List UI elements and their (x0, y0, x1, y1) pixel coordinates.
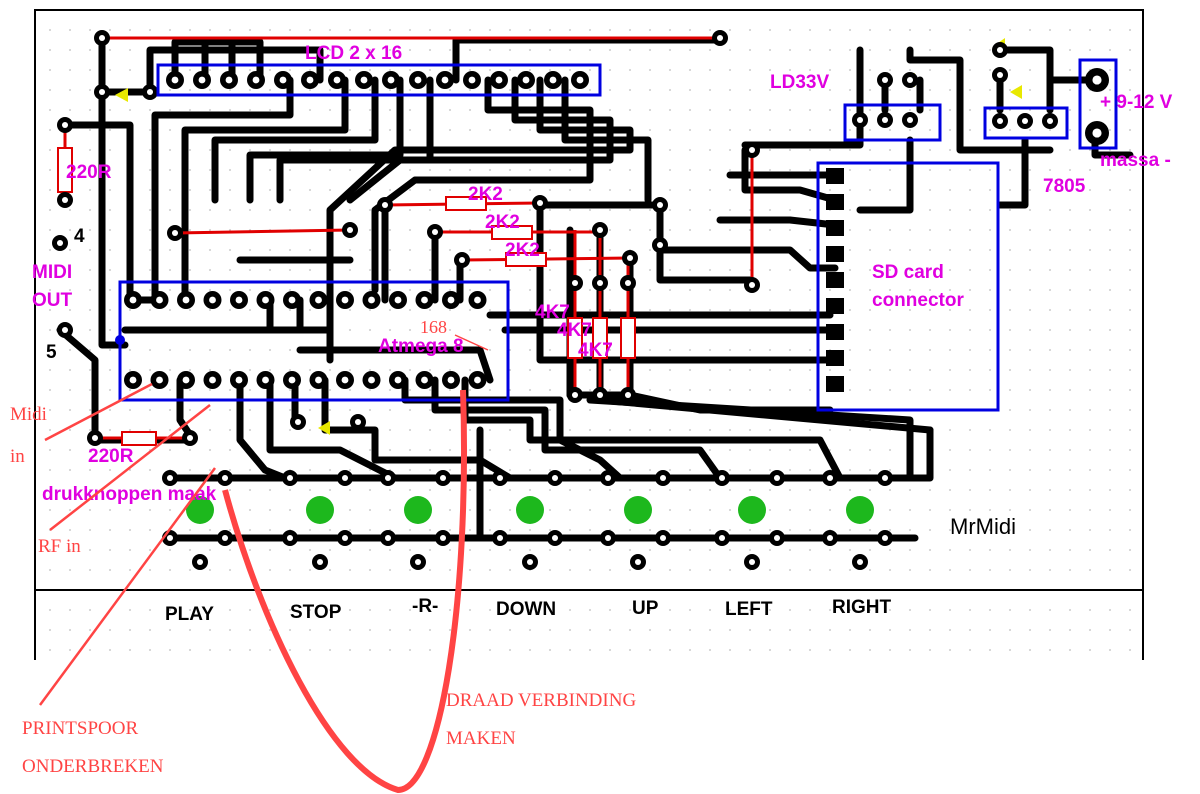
power-connector-outline (1078, 58, 1118, 150)
sd-label-2: connector (872, 290, 964, 311)
sd-pad (826, 246, 844, 262)
button-label-play: PLAY (165, 604, 214, 625)
r220-top-label: 220R (66, 162, 112, 183)
button-labels: PLAY STOP -R- DOWN UP LEFT RIGHT (165, 596, 892, 625)
reg7805-label: 7805 (1043, 176, 1086, 197)
ld33v-outline (843, 103, 942, 142)
r4k7-a-label: 4K7 (535, 302, 570, 323)
push-button-cap (516, 496, 544, 524)
component-pads (52, 30, 1109, 570)
push-button-cap (738, 496, 766, 524)
button-label-up: UP (632, 598, 659, 619)
sd-pad (826, 298, 844, 314)
r4k7-c-label: 4K7 (578, 340, 613, 361)
r220-bottom-label: 220R (88, 446, 134, 467)
printspoor-annotation-1: PRINTSPOOR (22, 718, 138, 739)
sd-pad (826, 376, 844, 392)
button-label-r: -R- (412, 596, 438, 617)
push-button-cap (306, 496, 334, 524)
sd-label-1: SD card (872, 262, 944, 283)
lcd-header-outline (156, 63, 602, 97)
sd-pad (826, 194, 844, 210)
lcd-label: LCD 2 x 16 (305, 43, 402, 64)
sd-pad (826, 350, 844, 366)
component-outlines (115, 58, 1118, 412)
draad-annotation-2: MAKEN (446, 728, 516, 749)
pin5-label: 5 (46, 342, 57, 363)
ld33v-label: LD33V (770, 72, 829, 93)
vin-label: + 9-12 V (1100, 92, 1173, 113)
printspoor-annotation-2: ONDERBREKEN (22, 756, 164, 777)
midi-out-label-2: OUT (32, 290, 73, 311)
copper-traces (56, 34, 1134, 542)
r2k2-b-label: 2K2 (485, 212, 520, 233)
button-label-left: LEFT (725, 599, 773, 620)
button-label-stop: STOP (290, 602, 342, 623)
sd-pad (826, 324, 844, 340)
button-label-down: DOWN (496, 599, 556, 620)
draad-annotation-1: DRAAD VERBINDING (446, 690, 636, 711)
pin4-label: 4 (74, 226, 85, 247)
atmega-label: Atmega 8 (378, 336, 464, 357)
sd-pad (826, 272, 844, 288)
brand-label: MrMidi (950, 514, 1016, 539)
push-button-cap (846, 496, 874, 524)
button-label-right: RIGHT (832, 597, 892, 618)
push-button-cap (624, 496, 652, 524)
rf-in-annotation: RF in (38, 536, 81, 557)
sd-connector-outline (816, 161, 1000, 412)
push-button-cap (186, 496, 214, 524)
board-outline (34, 9, 1144, 591)
jumper-wires (57, 36, 754, 446)
midi-out-label-1: MIDI (32, 262, 72, 283)
massa-label: massa - (1100, 150, 1171, 171)
r2k2-a-label: 2K2 (468, 184, 503, 205)
midi-in-annotation-2: in (10, 446, 25, 467)
midi-in-annotation-1: Midi (10, 404, 47, 425)
reg-7805-outline (983, 106, 1069, 140)
chip168-label: 168 (420, 317, 447, 337)
annotation-arrows (38, 382, 468, 794)
sd-pad (826, 220, 844, 236)
r2k2-c-label: 2K2 (505, 240, 540, 261)
push-buttons (186, 496, 874, 524)
drukknoppen-label: drukknoppen maak (42, 484, 217, 505)
r4k7-b-label: 4K7 (557, 320, 592, 341)
push-button-cap (404, 496, 432, 524)
sd-pad (826, 168, 844, 184)
